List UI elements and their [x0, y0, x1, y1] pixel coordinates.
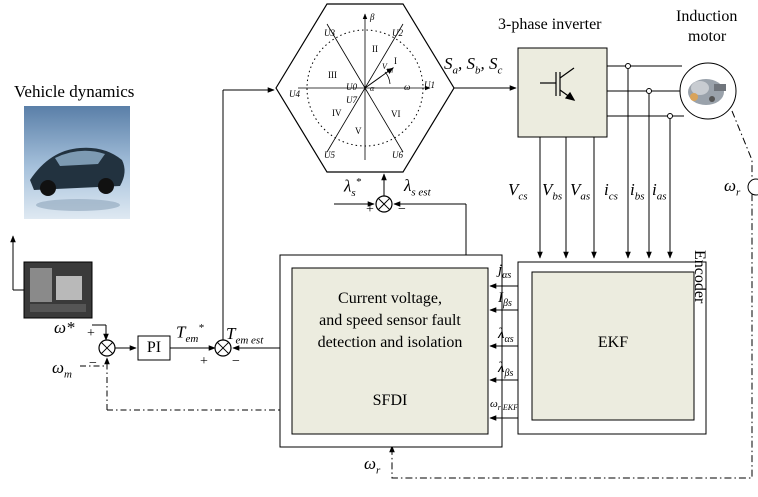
ekf-out-i-beta: Iβs: [498, 290, 512, 309]
hex-sector-v: V: [355, 126, 362, 136]
hex-u5: U5: [324, 150, 335, 160]
ekf-out-omega-r: ωr EKF: [490, 398, 519, 413]
ekf-out-lambda-beta: λβs: [498, 360, 514, 379]
summing-junction-speed: [98, 339, 116, 357]
ekf-label: EKF: [597, 334, 629, 351]
signal-vas: Vas: [570, 180, 591, 203]
motor-label-line2: motor: [688, 28, 727, 45]
signal-vcs: Vcs: [508, 180, 528, 203]
sfdi-description: Current voltage, and speed sensor fault …: [292, 288, 488, 354]
igbt-symbol: [540, 67, 576, 101]
sfdi-description-line2: and speed sensor fault: [319, 312, 461, 329]
hex-u2: U2: [392, 28, 403, 38]
signal-ibs: ibs: [630, 180, 645, 203]
speed-minus: −: [89, 356, 97, 371]
hex-u4: U4: [289, 89, 300, 99]
sfdi-description-line3: detection and isolation: [317, 334, 463, 351]
inverter-label: 3-phase inverter: [498, 16, 602, 33]
signal-vbs: Vbs: [542, 180, 563, 203]
motor-illustration: [688, 79, 726, 105]
hex-u7: U7: [346, 95, 357, 105]
sfdi-name: SFDI: [372, 392, 408, 409]
motor-label-line1: Induction: [676, 8, 738, 25]
summing-junction-flux: [375, 195, 393, 213]
hex-beta: β: [370, 12, 375, 22]
lambda-s-est: λs est: [404, 176, 431, 199]
omega-m-label: ωm: [52, 358, 72, 381]
hex-sector-iii: III: [328, 70, 337, 80]
flux-plus: +: [366, 202, 374, 217]
hex-u0: U0: [346, 82, 357, 92]
ekf-out-j-alpha: jαs: [498, 262, 512, 281]
encoder-label: Encoder: [691, 250, 708, 304]
sfdi-inner-box: [291, 267, 489, 435]
tem-est-label: Tem est: [226, 324, 264, 347]
hex-vref: Vref: [382, 62, 394, 74]
signal-ias: ias: [652, 180, 667, 203]
signal-ics: ics: [604, 180, 618, 203]
torque-minus: −: [232, 354, 240, 369]
speed-plus: +: [87, 326, 95, 341]
vehicle-image: [24, 106, 130, 219]
hex-omega: ω: [404, 82, 411, 92]
omega-star-label: ω*: [54, 318, 75, 337]
hex-u3: U3: [324, 28, 335, 38]
hex-u1: U1: [424, 80, 435, 90]
tem-star-label: Tem*: [176, 322, 204, 346]
hex-sector-ii: II: [372, 44, 378, 54]
torque-plus: +: [200, 354, 208, 369]
pi-label: PI: [146, 339, 162, 356]
pedal-image: [23, 261, 93, 319]
hex-sector-vi: VI: [391, 109, 401, 119]
lambda-s-star: λs*: [344, 176, 362, 200]
bottom-omega-r: ωr: [364, 454, 381, 477]
vehicle-dynamics-label: Vehicle dynamics: [14, 82, 135, 101]
ekf-out-lambda-alpha: λαs: [498, 326, 514, 345]
encoder-omega-r: ωr: [724, 176, 741, 199]
hex-alpha: α: [370, 84, 375, 93]
hex-sector-i: I: [394, 56, 397, 66]
sfdi-description-line1: Current voltage,: [338, 290, 442, 307]
ekf-inner-box: [531, 271, 695, 421]
pi-block: [137, 335, 171, 361]
hex-u6: U6: [392, 150, 403, 160]
flux-minus: −: [398, 202, 406, 217]
hex-sector-iv: IV: [332, 108, 342, 118]
switching-signals-label: Sa, Sb, Sc: [444, 54, 503, 77]
